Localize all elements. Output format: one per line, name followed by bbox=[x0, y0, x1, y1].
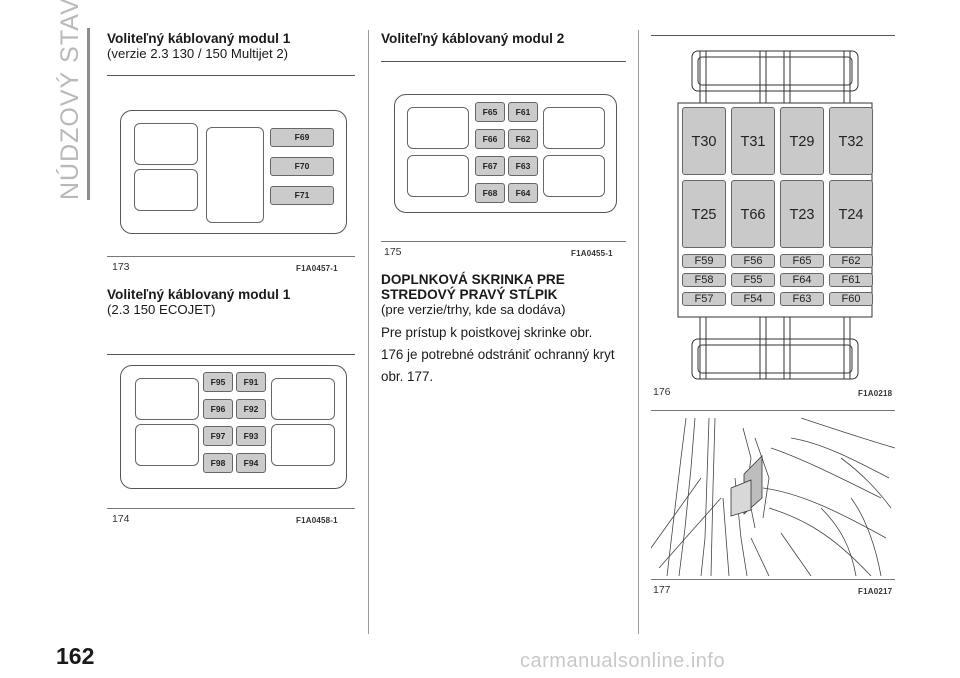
fuse-label: F67 bbox=[475, 156, 505, 176]
column-divider-1 bbox=[368, 30, 369, 634]
figure-caption-rule bbox=[107, 508, 355, 509]
figure-175-fuse-module: F65 F66 F67 F68 F61 F62 F63 F64 bbox=[394, 94, 617, 213]
figure-code: F1A0455-1 bbox=[571, 249, 613, 258]
section-title-vertical: NÚDZOVÝ STAV bbox=[56, 0, 84, 200]
heading-title-line2: STREDOVÝ PRAVÝ STĹPIK bbox=[381, 287, 558, 302]
connector-slot bbox=[206, 127, 264, 223]
fuse-label: F92 bbox=[236, 399, 266, 419]
relay-label: T30 bbox=[682, 107, 726, 175]
section-heading-module1-ecojet: Voliteľný káblovaný modul 1 (2.3 150 ECO… bbox=[107, 287, 357, 317]
fuse-label: F62 bbox=[829, 254, 873, 268]
relay-label: T32 bbox=[829, 107, 873, 175]
fuse-label: F93 bbox=[236, 426, 266, 446]
connector-slot bbox=[271, 424, 335, 466]
connector-slot bbox=[135, 378, 199, 420]
connector-slot bbox=[407, 107, 469, 149]
heading-subtitle: (2.3 150 ECOJET) bbox=[107, 302, 216, 317]
fuse-label: F58 bbox=[682, 273, 726, 287]
heading-title-line1: DOPLNKOVÁ SKRINKA PRE bbox=[381, 272, 565, 287]
figure-number: 177 bbox=[653, 584, 671, 596]
figure-top-rule bbox=[381, 61, 626, 62]
relay-label: T29 bbox=[780, 107, 824, 175]
figure-number: 176 bbox=[653, 386, 671, 398]
fuse-label: F64 bbox=[780, 273, 824, 287]
fuse-label: F60 bbox=[829, 292, 873, 306]
relay-label: T25 bbox=[682, 180, 726, 248]
fuse-label: F54 bbox=[731, 292, 775, 306]
heading-subtitle: (verzie 2.3 130 / 150 Multijet 2) bbox=[107, 46, 289, 61]
heading-subtitle: (pre verzie/trhy, kde sa dodáva) bbox=[381, 302, 566, 317]
figure-177-cover-drawing bbox=[651, 418, 895, 576]
figure-caption-rule bbox=[381, 241, 626, 242]
fuse-label: F55 bbox=[731, 273, 775, 287]
fuse-label: F95 bbox=[203, 372, 233, 392]
body-paragraph: Pre prístup k poistkovej skrinke obr. 17… bbox=[381, 322, 633, 388]
connector-slot bbox=[134, 169, 198, 211]
fuse-label: F98 bbox=[203, 453, 233, 473]
figure-number: 175 bbox=[384, 246, 402, 258]
heading-title: Voliteľný káblovaný modul 1 bbox=[107, 287, 291, 302]
connector-slot bbox=[543, 155, 605, 197]
figure-code: F1A0458-1 bbox=[296, 516, 338, 525]
figure-number: 173 bbox=[112, 261, 130, 273]
figure-code: F1A0457-1 bbox=[296, 264, 338, 273]
paragraph-line: Pre prístup k poistkovej skrinke obr. bbox=[381, 325, 593, 340]
connector-slot bbox=[271, 378, 335, 420]
fuse-label: F94 bbox=[236, 453, 266, 473]
relay-label: T24 bbox=[829, 180, 873, 248]
fuse-label: F57 bbox=[682, 292, 726, 306]
fuse-label: F56 bbox=[731, 254, 775, 268]
connector-slot bbox=[543, 107, 605, 149]
section-heading-auxiliary-box: DOPLNKOVÁ SKRINKA PRE STREDOVÝ PRAVÝ STĹ… bbox=[381, 272, 631, 317]
fuse-label: F65 bbox=[475, 102, 505, 122]
fuse-label: F71 bbox=[270, 186, 334, 205]
paragraph-line: obr. 177. bbox=[381, 369, 434, 384]
relay-label: T31 bbox=[731, 107, 775, 175]
fuse-label: F69 bbox=[270, 128, 334, 147]
figure-code: F1A0218 bbox=[858, 389, 893, 398]
fuse-label: F70 bbox=[270, 157, 334, 176]
connector-slot bbox=[135, 424, 199, 466]
fuse-label: F61 bbox=[508, 102, 538, 122]
fuse-label: F66 bbox=[475, 129, 505, 149]
fuse-label: F63 bbox=[508, 156, 538, 176]
fuse-label: F63 bbox=[780, 292, 824, 306]
fuse-label: F97 bbox=[203, 426, 233, 446]
fuse-label: F61 bbox=[829, 273, 873, 287]
relay-label: T23 bbox=[780, 180, 824, 248]
fuse-label: F96 bbox=[203, 399, 233, 419]
heading-title: Voliteľný káblovaný modul 2 bbox=[381, 31, 565, 46]
fuse-label: F91 bbox=[236, 372, 266, 392]
connector-slot bbox=[134, 123, 198, 165]
interior-pillar-sketch bbox=[651, 418, 895, 576]
figure-caption-rule bbox=[107, 256, 355, 257]
section-marker-bar bbox=[87, 28, 90, 200]
figure-caption-rule bbox=[651, 410, 895, 411]
fuse-label: F68 bbox=[475, 183, 505, 203]
fuse-label: F65 bbox=[780, 254, 824, 268]
connector-slot bbox=[407, 155, 469, 197]
section-heading-module1: Voliteľný káblovaný modul 1 (verzie 2.3 … bbox=[107, 31, 357, 61]
heading-title: Voliteľný káblovaný modul 1 bbox=[107, 31, 291, 46]
fuse-label: F62 bbox=[508, 129, 538, 149]
figure-174-fuse-module: F95 F96 F97 F98 F91 F92 F93 F94 bbox=[120, 365, 347, 489]
figure-top-rule bbox=[107, 75, 355, 76]
column-divider-2 bbox=[638, 30, 639, 634]
figure-top-rule bbox=[107, 354, 355, 355]
figure-caption-rule bbox=[651, 579, 895, 580]
paragraph-line: 176 je potrebné odstrániť ochranný kryt bbox=[381, 347, 615, 362]
figure-code: F1A0217 bbox=[858, 587, 893, 596]
figure-173-fuse-module: F69 F70 F71 bbox=[120, 110, 347, 234]
page-number: 162 bbox=[56, 643, 95, 669]
figure-top-rule bbox=[651, 35, 895, 36]
watermark-text: carmanualsonline.info bbox=[520, 650, 726, 672]
section-heading-module2: Voliteľný káblovaný modul 2 bbox=[381, 31, 631, 46]
fuse-label: F64 bbox=[508, 183, 538, 203]
fuse-label: F59 bbox=[682, 254, 726, 268]
relay-label: T66 bbox=[731, 180, 775, 248]
figure-number: 174 bbox=[112, 513, 130, 525]
